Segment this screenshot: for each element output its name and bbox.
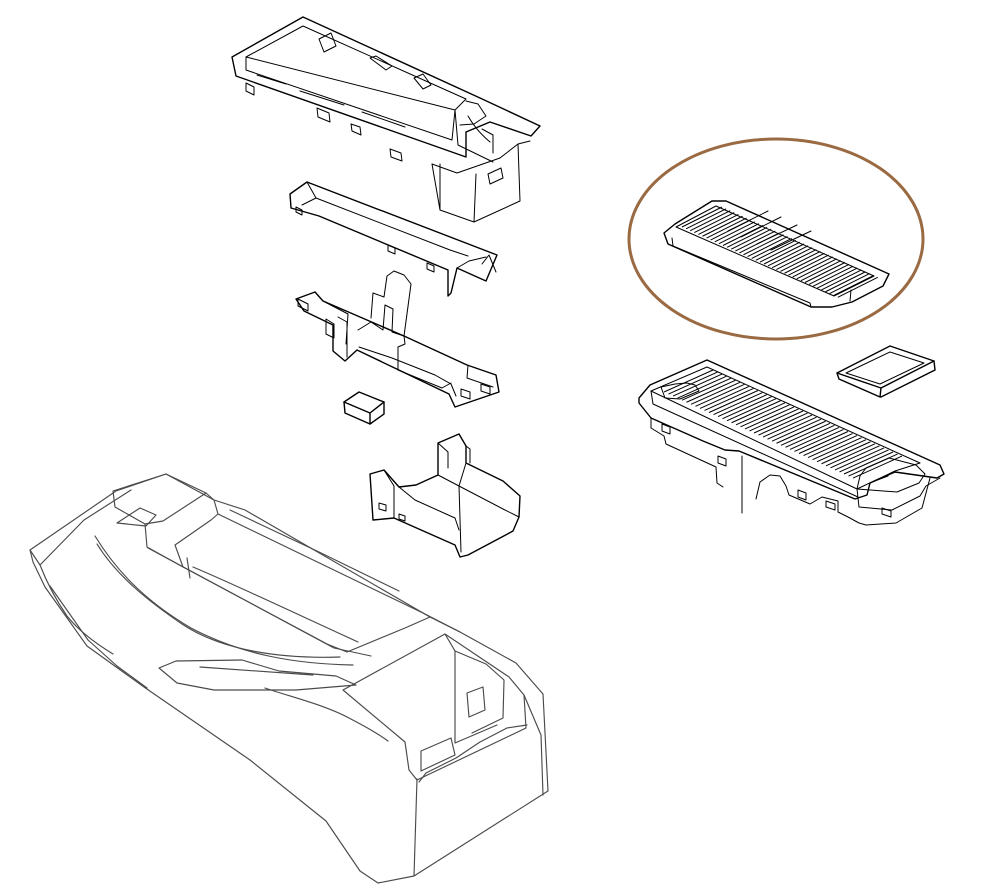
tray-slat <box>690 381 741 405</box>
small-pad <box>343 391 385 425</box>
tray-slat <box>785 424 835 448</box>
tray-slat <box>780 422 831 446</box>
tray-slat <box>749 408 799 432</box>
tray-slat <box>735 402 786 426</box>
tray-slat <box>825 443 876 467</box>
grille-slat <box>792 256 833 278</box>
grille-slat <box>714 221 756 243</box>
tray-slat <box>681 377 732 401</box>
grille-slat <box>837 276 879 298</box>
upper-storage-tray <box>231 16 541 223</box>
grille-slat <box>726 226 768 248</box>
tray-slat <box>663 369 714 393</box>
tray-slat <box>708 390 759 413</box>
slim-trim-bracket <box>289 181 498 297</box>
grille-slat <box>833 275 874 296</box>
grille-slat <box>800 260 842 282</box>
grille-slat <box>825 271 866 293</box>
tray-slat <box>758 412 808 436</box>
grille-slat <box>829 273 870 295</box>
grille-slat <box>780 250 821 272</box>
grille-slat <box>821 269 862 291</box>
grille-slat <box>743 234 784 256</box>
tray-slat <box>830 445 880 469</box>
tray-slat <box>848 453 898 477</box>
tray-slat <box>798 431 849 454</box>
tray-slat <box>776 420 826 444</box>
grille-slat <box>698 213 739 235</box>
support-rail <box>295 270 500 408</box>
grille-slat <box>817 267 858 289</box>
right-storage-tray <box>638 359 945 526</box>
small-square-tray <box>836 345 936 398</box>
grille-slat <box>747 236 788 258</box>
tray-slat <box>695 383 745 407</box>
grille-slat <box>730 228 772 250</box>
tray-slat <box>668 371 718 395</box>
tray-slat <box>771 418 822 442</box>
right-grille-lines <box>663 369 903 479</box>
tray-slat <box>821 441 871 465</box>
grille-slat <box>735 230 776 252</box>
grille-slat <box>755 239 797 261</box>
tray-slat <box>834 447 885 471</box>
grille-slat <box>706 217 747 239</box>
tray-slat <box>704 387 754 411</box>
grille-slat <box>685 208 727 230</box>
tray-slat <box>699 385 750 409</box>
tray-slat <box>762 414 813 438</box>
grille-slat <box>767 245 809 267</box>
grille-slat <box>751 238 792 259</box>
grille-slat <box>784 252 825 274</box>
tray-slat <box>852 455 903 479</box>
grille-slat <box>702 215 743 237</box>
grille-slat <box>681 206 723 228</box>
mount-bracket <box>369 433 521 558</box>
tray-slat <box>672 373 723 397</box>
grille-slat <box>788 254 829 276</box>
tray-slat <box>713 392 763 416</box>
tray-slat <box>744 406 795 430</box>
grille-slat <box>808 263 850 285</box>
tray-slat <box>807 435 858 459</box>
tray-slat <box>740 404 790 428</box>
tray-slat <box>812 437 862 461</box>
grille-lines <box>681 206 879 298</box>
grille-slat <box>804 262 846 283</box>
tray-slat <box>794 428 844 452</box>
grille-slat <box>812 265 854 287</box>
tray-slat <box>767 416 817 440</box>
tray-slat <box>839 449 889 473</box>
tray-slat <box>843 451 894 475</box>
tray-slat <box>753 410 804 434</box>
tray-slat <box>686 379 736 403</box>
tray-slat <box>717 394 768 418</box>
grille-slat <box>763 243 805 265</box>
tray-slat <box>726 398 777 422</box>
grille-slat <box>776 249 817 270</box>
tray-slat <box>677 375 727 399</box>
tray-slat <box>722 396 772 420</box>
grille-slat <box>759 241 801 263</box>
grille-slat <box>796 258 838 280</box>
grille-slat <box>689 210 731 232</box>
grille-slat <box>771 247 813 269</box>
center-console-body <box>29 473 549 884</box>
highlighted-grille-cover <box>627 137 925 341</box>
grille-slat <box>694 212 735 233</box>
tray-slat <box>731 400 781 424</box>
tray-slat <box>789 426 840 450</box>
tray-slat <box>816 439 867 463</box>
grille-slat <box>718 223 760 245</box>
tray-slat <box>803 433 853 457</box>
